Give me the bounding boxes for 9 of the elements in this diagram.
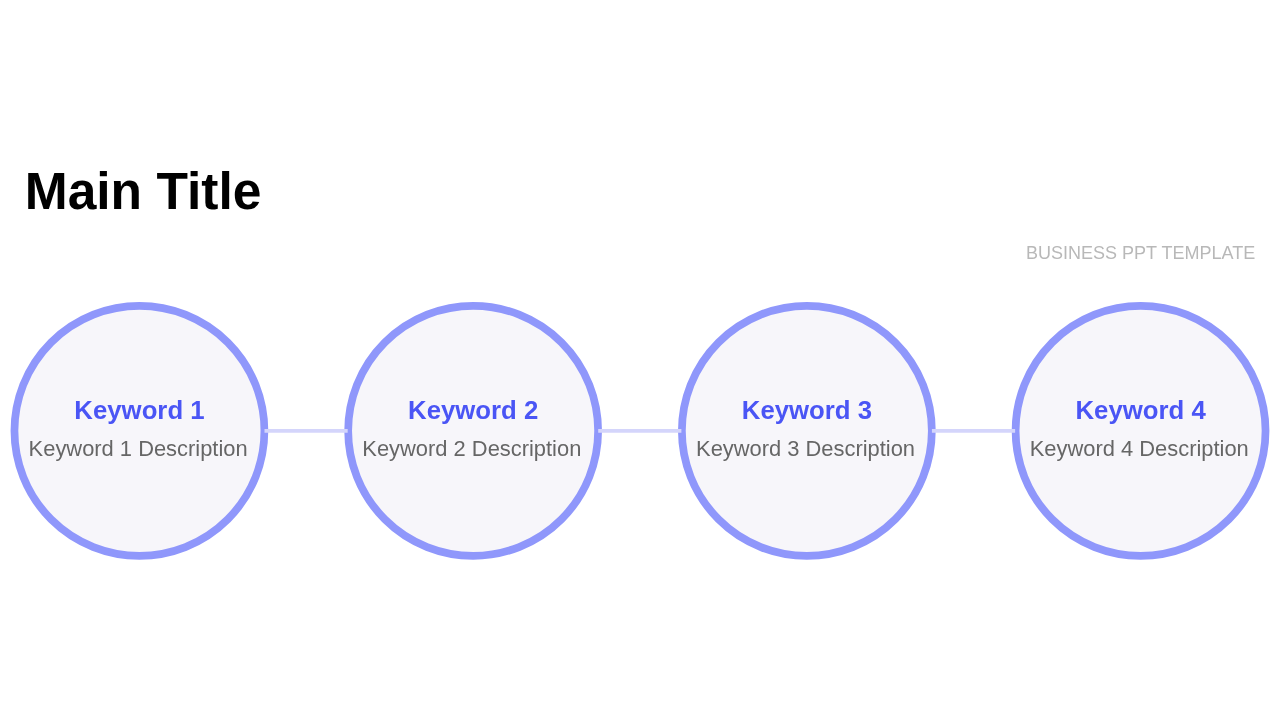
node-circle: Keyword 3 Keyword 3 Description xyxy=(678,302,936,560)
node-circle: Keyword 1 Keyword 1 Description xyxy=(10,302,269,560)
connector xyxy=(598,428,682,433)
diagram-title: Main Title xyxy=(24,162,262,221)
node-circle: Keyword 2 Keyword 2 Description xyxy=(344,302,602,560)
connector xyxy=(931,428,1016,433)
node-circle: Keyword 4 Keyword 4 Description xyxy=(1011,302,1270,560)
label: BUSINESS PPT TEMPLATE xyxy=(1025,243,1256,264)
connector xyxy=(264,428,348,433)
